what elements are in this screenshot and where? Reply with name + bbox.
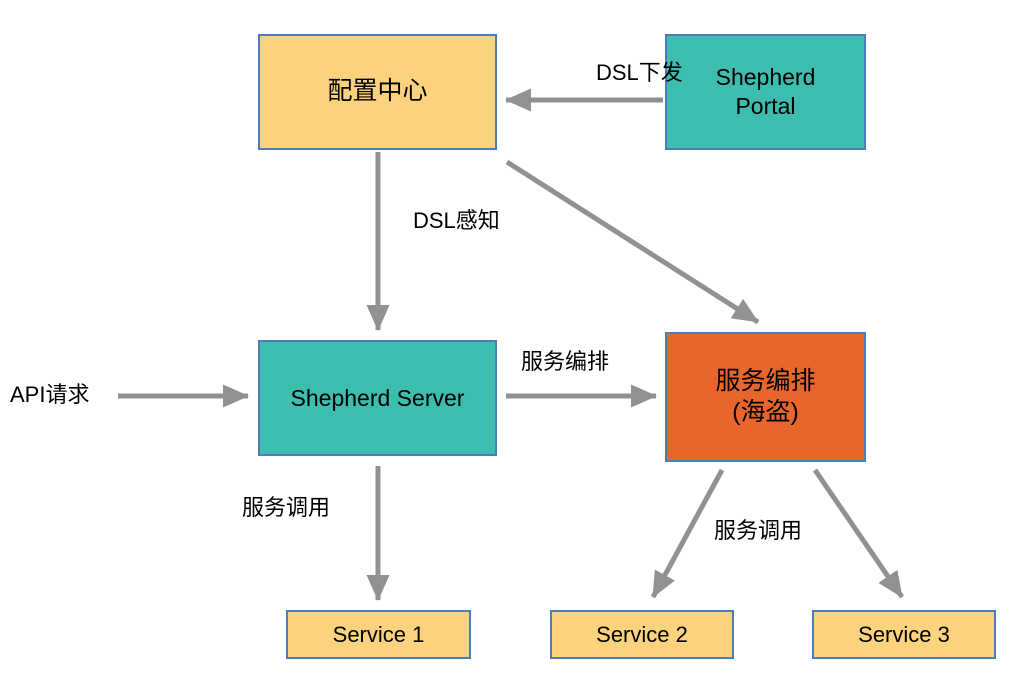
node-service-orchestration-label: 服务编排 (海盗) (715, 366, 816, 426)
node-service-orchestration[interactable]: 服务编排 (海盗) (665, 332, 866, 462)
node-config-center-label: 配置中心 (327, 77, 428, 106)
node-service-2[interactable]: Service 2 (550, 610, 734, 659)
edge-label-server-call-service1: 服务调用 (242, 495, 331, 520)
edge-label-server-orchestrate: 服务编排 (521, 349, 610, 374)
edge-label-orchestration-call-services: 服务调用 (714, 518, 803, 543)
edge-orchestration-to-service2 (650, 468, 725, 599)
node-service-2-label: Service 2 (596, 621, 688, 647)
node-shepherd-server-label: Shepherd Server (290, 384, 465, 411)
node-shepherd-server[interactable]: Shepherd Server (258, 340, 497, 456)
node-service-1-label: Service 1 (332, 621, 425, 647)
edge-label-api-request: API请求 (10, 382, 90, 407)
node-service-1[interactable]: Service 1 (286, 610, 471, 659)
edge-label-dsl-aware: DSL感知 (413, 208, 500, 233)
node-shepherd-portal-label: Shepherd Portal (715, 64, 816, 119)
edge-orchestration-to-service3 (812, 468, 905, 599)
node-shepherd-portal[interactable]: Shepherd Portal (665, 34, 866, 150)
edge-label-dsl-push: DSL下发 (596, 60, 683, 85)
edge-config-to-orchestration (505, 159, 760, 325)
node-service-3[interactable]: Service 3 (812, 610, 996, 659)
node-service-3-label: Service 3 (858, 621, 950, 647)
node-config-center[interactable]: 配置中心 (258, 34, 497, 150)
